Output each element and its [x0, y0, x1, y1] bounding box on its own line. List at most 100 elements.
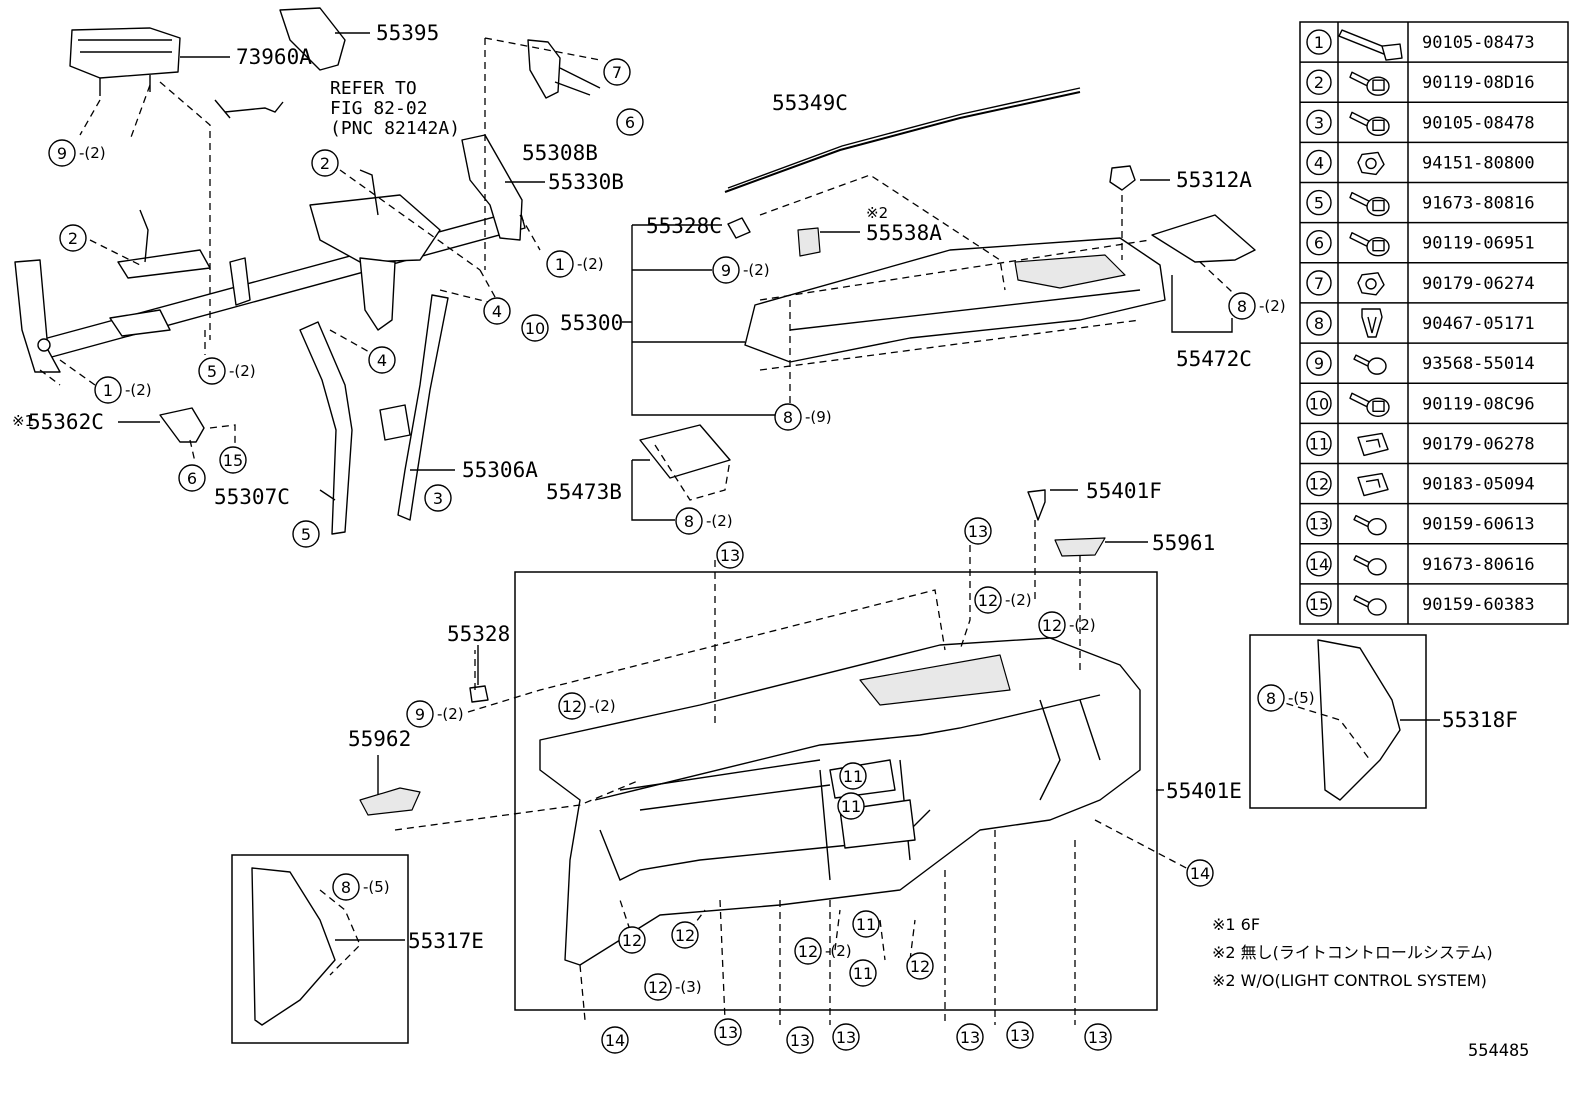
callout-number: 12	[798, 942, 818, 961]
callout-circle	[483, 297, 511, 325]
callout-6: 6	[616, 108, 644, 136]
refer-note-line-3: (PNC 82142A)	[330, 118, 460, 139]
part-label-55328c: 55328C	[646, 214, 722, 238]
callout-2: 2	[59, 224, 87, 252]
part-label-55538a: 55538A	[866, 221, 942, 245]
callout-8: 8-(9)	[774, 403, 832, 431]
callout-number: 9	[415, 705, 425, 724]
callout-number: 8	[1237, 297, 1247, 316]
fastener-part-number: 90179-06278	[1422, 434, 1535, 454]
part-label-55307c: 55307C	[214, 485, 290, 509]
fastener-callouts: 9-(2)221-(2)5-(2)1-(2)410476615539-(2)8-…	[48, 58, 1315, 1054]
clip-55312a-drawing	[1109, 165, 1136, 191]
callout-13: 13	[786, 1026, 814, 1054]
fastener-number-circle	[1306, 149, 1332, 176]
fastener-part-number: 90105-08478	[1422, 113, 1535, 133]
cover-55473b-drawing	[639, 424, 731, 479]
fastener-number-circle	[1306, 29, 1332, 55]
part-label-55472c: 55472C	[1176, 347, 1252, 371]
callout-lines	[118, 32, 1440, 941]
callout-circle	[48, 139, 76, 167]
callout-9: 9-(2)	[48, 139, 106, 167]
callout-circle	[712, 256, 740, 284]
clip-icon	[1361, 308, 1383, 338]
callout-circle	[794, 937, 822, 965]
callout-circle	[716, 541, 744, 569]
fastener-part-number: 91673-80616	[1422, 555, 1535, 575]
flange-bolt-icon	[1349, 191, 1390, 217]
callout-circle	[616, 108, 644, 136]
callout-circle	[839, 762, 867, 790]
part-label-55317e: 55317E	[408, 929, 484, 953]
callout-number: 15	[223, 451, 243, 470]
fastener-part-number: 91673-80816	[1422, 194, 1535, 214]
fastener-part-number: 90119-06951	[1422, 234, 1535, 254]
callout-quantity: -(9)	[805, 408, 832, 426]
fastener-number: 2	[1314, 73, 1324, 92]
callout-circle	[178, 464, 206, 492]
screw-icon	[1353, 595, 1387, 616]
fastener-part-number: 90179-06274	[1422, 274, 1535, 294]
callout-circle	[849, 959, 877, 987]
fastener-part-number: 90159-60383	[1422, 595, 1535, 615]
fastener-number-circle	[1306, 350, 1332, 376]
leader-lines	[39, 37, 1371, 1025]
callout-5: 5	[292, 520, 320, 548]
fastener-number: 14	[1309, 555, 1329, 574]
callout-8: 8-(2)	[1228, 292, 1286, 320]
callout-circle	[675, 507, 703, 535]
fastener-number: 15	[1309, 595, 1329, 614]
fastener-number-circle	[1306, 470, 1332, 497]
footnote-3: ※2 W/O(LIGHT CONTROL SYSTEM)	[1212, 971, 1487, 990]
fastener-number-circle	[1306, 591, 1332, 617]
callout-number: 1	[555, 255, 565, 274]
fastener-number-circle	[1306, 69, 1332, 95]
callout-number: 4	[377, 351, 387, 370]
callout-11: 11	[852, 910, 880, 938]
callout-1: 1-(2)	[94, 376, 152, 404]
cover-55472c-drawing	[1151, 214, 1256, 263]
callout-number: 13	[1010, 1026, 1030, 1045]
callout-quantity: -(5)	[363, 878, 390, 896]
callout-9: 9-(2)	[406, 700, 464, 728]
callout-6: 6	[178, 464, 206, 492]
callout-circle	[974, 586, 1002, 614]
callout-number: 7	[612, 63, 622, 82]
callout-circle	[714, 1018, 742, 1046]
callout-12: 12	[906, 952, 934, 980]
callout-12: 12-(2)	[974, 586, 1032, 614]
callout-circle	[964, 517, 992, 545]
callout-number: 11	[843, 767, 863, 786]
register-55962-drawing	[359, 787, 421, 816]
callout-circle	[558, 692, 586, 720]
footnote-2: ※2 無し(ライトコントロールシステム)	[1212, 943, 1493, 962]
callout-quantity: -(2)	[1069, 616, 1096, 634]
callout-5: 5-(2)	[198, 357, 256, 385]
fastener-number-circle	[1306, 310, 1332, 336]
flange-bolt-icon	[1349, 111, 1390, 137]
airbag-module-drawing	[69, 27, 181, 79]
callout-number: 13	[718, 1023, 738, 1042]
callout-13: 13	[714, 1018, 742, 1046]
fastener-number: 13	[1309, 515, 1329, 534]
callout-13: 13	[956, 1023, 984, 1051]
callout-number: 5	[301, 525, 311, 544]
callout-number: 8	[1266, 689, 1276, 708]
fastener-number-circle	[1306, 189, 1332, 216]
callout-number: 13	[790, 1031, 810, 1050]
fastener-number: 10	[1309, 394, 1329, 413]
callout-number: 12	[622, 931, 642, 950]
note-marker-1: ※1	[12, 412, 34, 430]
part-label-55330b: 55330B	[548, 170, 624, 194]
callout-number: 8	[341, 878, 351, 897]
part-label-55401e: 55401E	[1166, 779, 1242, 803]
fastener-number: 8	[1314, 314, 1324, 333]
fastener-number: 5	[1314, 194, 1324, 213]
spring-nut-icon	[1357, 472, 1389, 497]
